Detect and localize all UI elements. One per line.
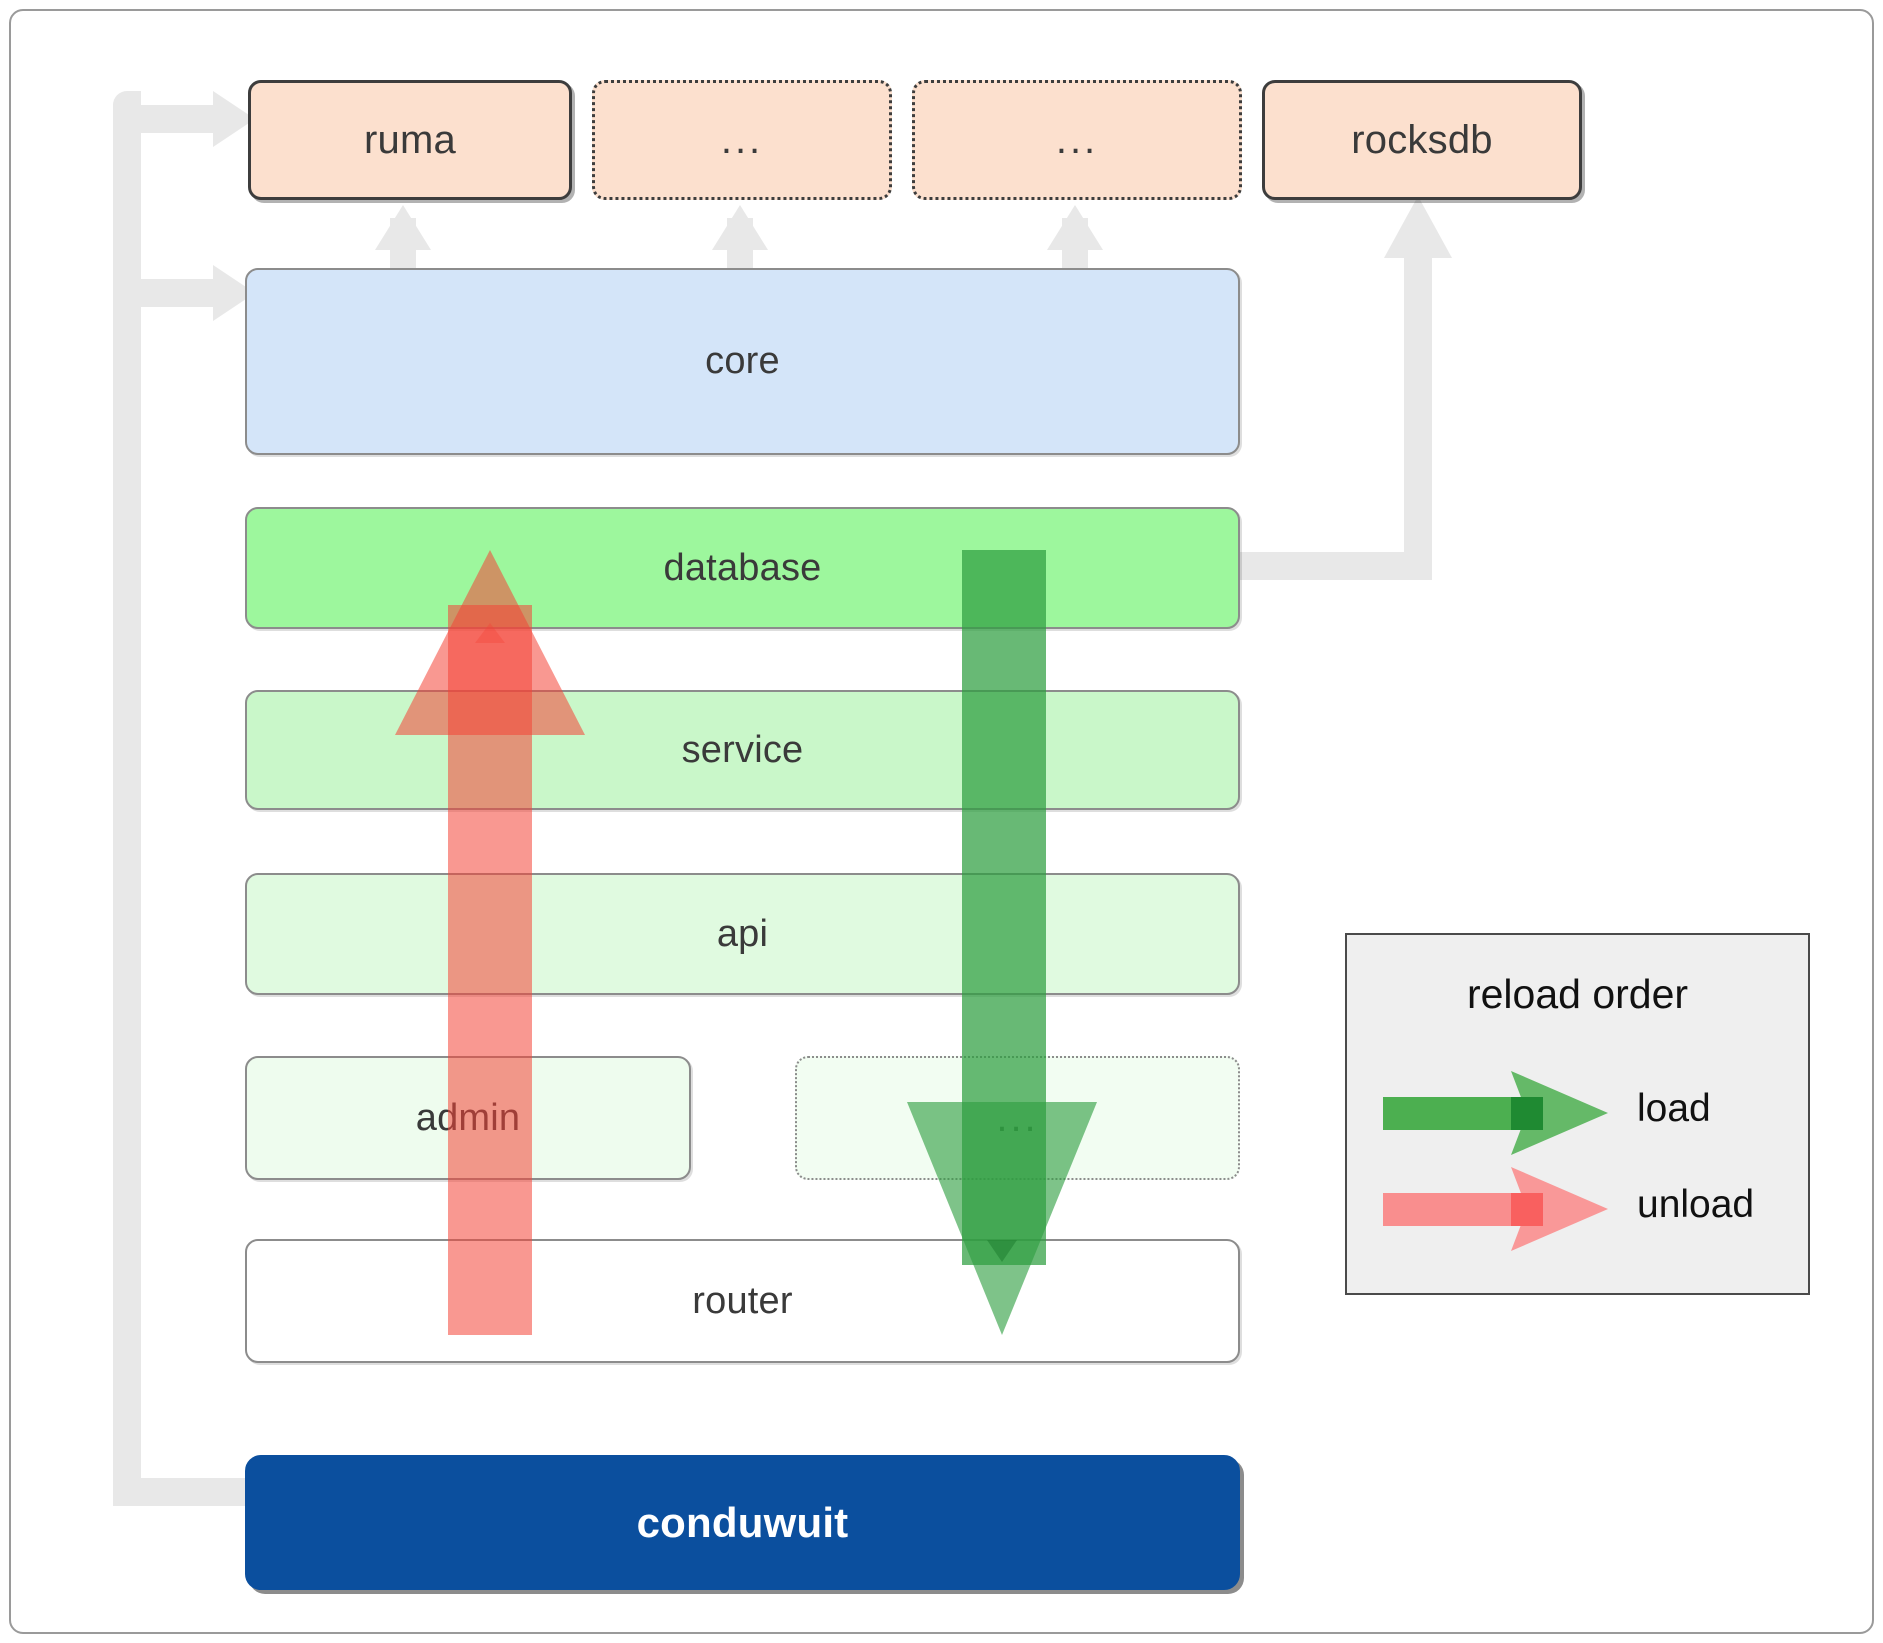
unload-legend-icon: [1383, 1167, 1608, 1251]
layer-label: api: [716, 912, 769, 955]
legend-item-unload: unload: [1347, 1163, 1808, 1255]
layer-box-admin[interactable]: admin: [245, 1056, 691, 1180]
layer-label: ...: [996, 1096, 1039, 1140]
layer-box-placeholder[interactable]: ...: [795, 1056, 1240, 1180]
package-label: ruma: [364, 117, 456, 162]
legend-panel: reload order load unload: [1345, 933, 1810, 1295]
application-box-conduwuit[interactable]: conduwuit: [245, 1455, 1240, 1590]
package-box-placeholder-2[interactable]: ...: [912, 80, 1242, 200]
layer-label: admin: [415, 1096, 521, 1139]
layer-box-core[interactable]: core: [245, 268, 1240, 455]
layer-box-api[interactable]: api: [245, 873, 1240, 995]
package-label: ...: [1055, 118, 1099, 162]
layer-box-router[interactable]: router: [245, 1239, 1240, 1363]
legend-label-unload: unload: [1637, 1183, 1755, 1226]
layer-box-service[interactable]: service: [245, 690, 1240, 810]
legend-item-load: load: [1347, 1067, 1808, 1159]
diagram-frame: [9, 9, 1874, 1634]
package-box-rocksdb[interactable]: rocksdb: [1262, 80, 1582, 200]
layer-label: service: [681, 728, 804, 771]
layer-box-database[interactable]: database: [245, 507, 1240, 629]
layer-label: router: [692, 1279, 793, 1322]
legend-label-load: load: [1637, 1087, 1711, 1130]
legend-title: reload order: [1466, 971, 1689, 1017]
layer-label: database: [663, 546, 822, 589]
package-label: rocksdb: [1351, 117, 1493, 162]
application-label: conduwuit: [636, 1498, 849, 1546]
package-box-placeholder-1[interactable]: ...: [592, 80, 892, 200]
load-legend-icon: [1383, 1071, 1608, 1155]
package-label: ...: [720, 118, 764, 162]
layer-label: core: [705, 340, 780, 382]
package-box-ruma[interactable]: ruma: [248, 80, 572, 200]
